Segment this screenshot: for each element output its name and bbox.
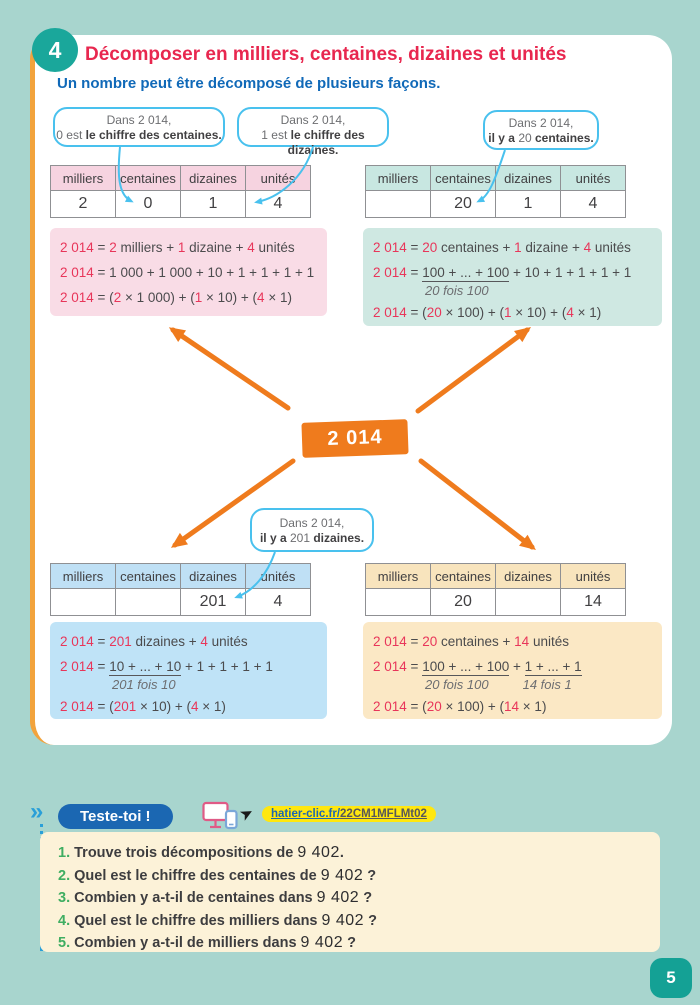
table-value-cell: 14 (561, 589, 626, 616)
decomposition-box-20c-14u: 2 014 = 20 centaines + 14 unités 2 014 =… (363, 622, 662, 719)
place-value-table-20c-14u: milliers centaines dizaines unités 20 14 (365, 563, 626, 616)
table-value-cell: 1 (181, 191, 246, 218)
lesson-number-badge: 4 (32, 28, 78, 72)
cursor-arrow-icon: ➤ (237, 803, 257, 826)
table-header-cell: dizaines (181, 564, 246, 589)
lesson-card: 4 Décomposer en milliers, centaines, diz… (30, 28, 672, 745)
teste-toi-badge: Teste-toi ! (58, 804, 173, 829)
questions-box: 1. Trouve trois décompositions de 9 402.… (40, 832, 660, 952)
orange-arrow-down-right (418, 458, 536, 551)
math-annotation: 20 fois 100 (425, 283, 489, 298)
bubble-line: Dans 2 014, (279, 516, 345, 530)
speech-bubble-dizaines-1: Dans 2 014, 1 est le chiffre des dizaine… (237, 107, 389, 157)
decomposition-box-milliers: 2 014 = 2 milliers + 1 dizaine + 4 unité… (50, 228, 327, 316)
table-value-cell: 20 (431, 589, 496, 616)
bubble-line: il y a 201 dizaines. (259, 531, 365, 545)
table-value-cell (51, 589, 116, 616)
table-value-cell: 1 (496, 191, 561, 218)
dotted-chevron-icon: » (30, 798, 44, 825)
table-header-cell: dizaines (496, 564, 561, 589)
orange-arrow-up-right (415, 327, 532, 414)
bubble-line: il y a 20 centaines. (488, 131, 594, 145)
place-value-table-20-centaines: milliers centaines dizaines unités 20 1 … (365, 165, 626, 218)
speech-bubble-201-dizaines: Dans 2 014, il y a 201 dizaines. (250, 508, 374, 552)
math-line: 2 014 = 20 centaines + 14 unités (373, 634, 569, 649)
question-3: 3. Combien y a-t-il de centaines dans 9 … (58, 889, 373, 906)
table-header-cell: unités (246, 166, 311, 191)
math-line: 2 014 = 201 dizaines + 4 unités (60, 634, 248, 649)
center-number-banner: 2 014 (301, 419, 409, 458)
bubble-line: Dans 2 014, (106, 113, 172, 127)
math-line: 2 014 = 2 milliers + 1 dizaine + 4 unité… (60, 240, 295, 255)
table-value-cell (366, 191, 431, 218)
place-value-table-milliers: milliers centaines dizaines unités 2 0 1… (50, 165, 311, 218)
question-4: 4. Quel est le chiffre des milliers dans… (58, 911, 377, 929)
table-header-cell: dizaines (181, 166, 246, 191)
math-line: 2 014 = (2 × 1 000) + (1 × 10) + (4 × 1) (60, 290, 292, 305)
decomposition-box-20-centaines: 2 014 = 20 centaines + 1 dizaine + 4 uni… (363, 228, 662, 326)
table-value-cell (366, 589, 431, 616)
place-value-table-201-dizaines: milliers centaines dizaines unités 201 4 (50, 563, 311, 616)
lesson-subtitle: Un nombre peut être décomposé de plusieu… (57, 75, 441, 92)
table-value-cell: 201 (181, 589, 246, 616)
math-line: 2 014 = 1 000 + 1 000 + 10 + 1 + 1 + 1 +… (60, 265, 315, 280)
link-code[interactable]: 22CM1MFLMt02 (340, 808, 427, 820)
table-header-cell: centaines (116, 166, 181, 191)
table-value-cell (116, 589, 181, 616)
question-5: 5. Combien y a-t-il de milliers dans 9 4… (58, 934, 356, 951)
table-header-cell: unités (561, 166, 626, 191)
question-2: 2. Quel est le chiffre des centaines de … (58, 866, 377, 884)
link-domain[interactable]: hatier-clic.fr/ (271, 808, 341, 820)
table-header-cell: unités (561, 564, 626, 589)
math-line: 2 014 = (20 × 100) + (14 × 1) (373, 699, 547, 714)
bubble-line: Dans 2 014, (280, 113, 346, 127)
bubble-line: 1 est le chiffre des dizaines. (261, 128, 365, 157)
page-number: 5 (650, 958, 692, 998)
math-line: 2 014 = (20 × 100) + (1 × 10) + (4 × 1) (373, 305, 602, 320)
hatier-clic-link[interactable]: hatier-clic.fr/22CM1MFLMt02 (262, 806, 436, 822)
table-header-cell: milliers (366, 564, 431, 589)
table-header-cell: dizaines (496, 166, 561, 191)
table-value-cell: 4 (561, 191, 626, 218)
math-line: 2 014 = (201 × 10) + (4 × 1) (60, 699, 226, 714)
speech-bubble-20-centaines: Dans 2 014, il y a 20 centaines. (483, 110, 599, 150)
table-value-cell: 4 (246, 191, 311, 218)
table-header-cell: milliers (51, 166, 116, 191)
bubble-line: 0 est le chiffre des centaines. (56, 128, 222, 142)
table-header-cell: unités (246, 564, 311, 589)
table-header-cell: centaines (431, 564, 496, 589)
math-line: 2 014 = 100 + ... + 100 + 10 + 1 + 1 + 1… (373, 265, 632, 282)
table-header-cell: milliers (51, 564, 116, 589)
table-header-cell: milliers (366, 166, 431, 191)
bubble-line: Dans 2 014, (508, 116, 574, 130)
table-value-cell: 20 (431, 191, 496, 218)
lesson-title: Décomposer en milliers, centaines, dizai… (85, 44, 567, 65)
math-line: 2 014 = 100 + ... + 100 + 1 + ... + 1 (373, 659, 582, 676)
orange-arrow-up-left (168, 327, 291, 411)
table-value-cell: 2 (51, 191, 116, 218)
table-value-cell (496, 589, 561, 616)
decomposition-box-201-dizaines: 2 014 = 201 dizaines + 4 unités 2 014 = … (50, 622, 327, 719)
question-1: 1. Trouve trois décompositions de 9 402. (58, 844, 344, 861)
math-line: 2 014 = 10 + ... + 10 + 1 + 1 + 1 + 1 (60, 659, 273, 676)
computer-phone-icon (202, 801, 238, 830)
table-header-cell: centaines (431, 166, 496, 191)
table-value-cell: 0 (116, 191, 181, 218)
math-line: 2 014 = 20 centaines + 1 dizaine + 4 uni… (373, 240, 631, 255)
speech-bubble-centaines-0: Dans 2 014, 0 est le chiffre des centain… (53, 107, 225, 147)
math-annotation: 201 fois 10 (112, 677, 176, 692)
table-header-cell: centaines (116, 564, 181, 589)
table-value-cell: 4 (246, 589, 311, 616)
